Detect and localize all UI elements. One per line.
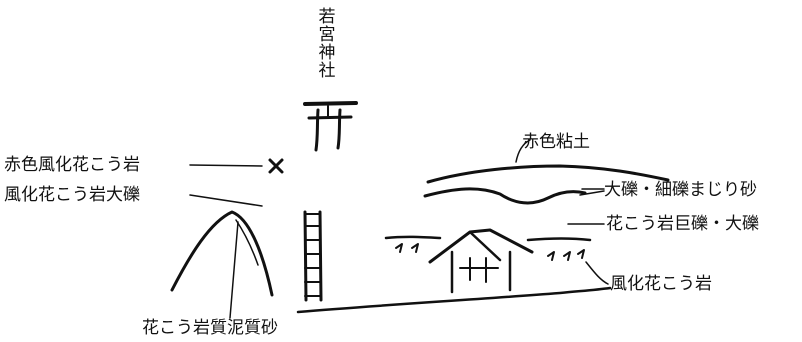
stone-stairs [303, 210, 323, 302]
label-red-clay: 赤色粘土 [522, 132, 590, 152]
sample-point-marker [268, 158, 284, 174]
label-granite-muddy-sand: 花こう岩質泥質砂 [142, 318, 278, 338]
strata-layers [296, 164, 670, 314]
label-weathered-granite-boulders: 風化花こう岩大礫 [4, 185, 140, 205]
torii-gate-icon [303, 101, 358, 152]
shrine-name: 若宮神社 [318, 7, 336, 81]
label-weathered-granite: 風化花こう岩 [610, 274, 712, 294]
label-gravel-sand: 大礫・細礫まじり砂 [604, 180, 757, 200]
boulder-mound [170, 210, 274, 297]
shrine-house-icon [428, 228, 534, 294]
rock-marks [395, 243, 585, 261]
label-granite-boulders: 花こう岩巨礫・大礫 [606, 214, 759, 234]
label-red-weathered-granite: 赤色風化花こう岩 [4, 155, 140, 175]
leader-lines [189, 139, 609, 319]
